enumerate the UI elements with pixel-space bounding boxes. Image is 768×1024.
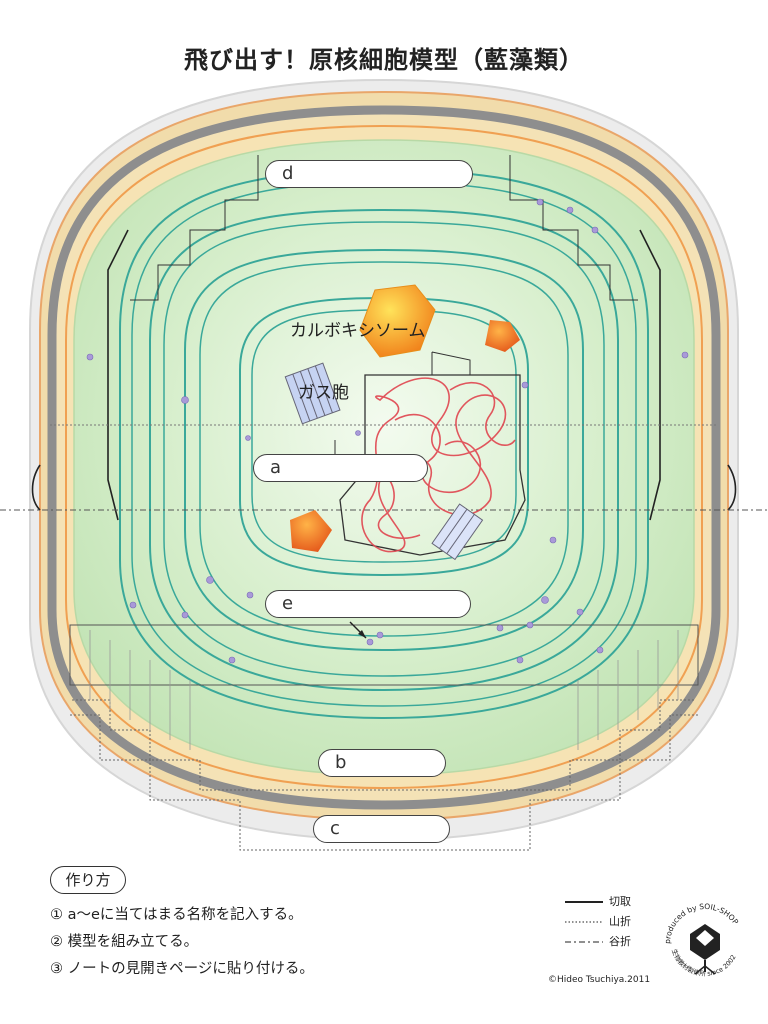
carboxysome-small-2: [290, 510, 332, 552]
howto-step-2: ② 模型を組み立てる。: [50, 934, 199, 950]
dotted-line-icon: [565, 921, 603, 923]
copyright: ©Hideo Tsuchiya.2011: [548, 975, 651, 985]
solid-line-icon: [565, 901, 603, 903]
label-c[interactable]: c: [313, 815, 450, 843]
label-d[interactable]: d: [265, 160, 473, 188]
soil-shop-logo-icon: produced by SOIL-SHOP 生物教材製作所 since 2002: [663, 902, 740, 978]
label-a[interactable]: a: [253, 454, 428, 482]
gas-vesicle-2: [431, 503, 484, 561]
page-title: 飛び出す！原核細胞模型（藍藻類）: [184, 46, 584, 74]
legend-valley: 谷折: [609, 935, 631, 948]
gas-vesicle-label: ガス胞: [298, 383, 349, 403]
howto-steps: ① a〜eに当てはまる名称を記入する。 ② 模型を組み立てる。 ③ ノートの見開…: [50, 902, 314, 983]
label-b[interactable]: b: [318, 749, 446, 777]
howto-step-1: ① a〜eに当てはまる名称を記入する。: [50, 907, 303, 923]
carboxysome-small: [485, 320, 520, 352]
howto-title: 作り方: [50, 866, 126, 894]
dash-dot-line-icon: [565, 941, 603, 943]
line-legend: 切取 山折 谷折: [565, 892, 631, 952]
howto-step-3: ③ ノートの見開きページに貼り付ける。: [50, 961, 314, 977]
legend-cut: 切取: [609, 895, 631, 908]
legend-mountain: 山折: [609, 915, 631, 928]
label-e[interactable]: e: [265, 590, 471, 618]
carboxysome-label: カルボキシソーム: [290, 321, 426, 341]
gas-vesicle: [284, 362, 341, 425]
carboxysome-large: [359, 284, 436, 358]
